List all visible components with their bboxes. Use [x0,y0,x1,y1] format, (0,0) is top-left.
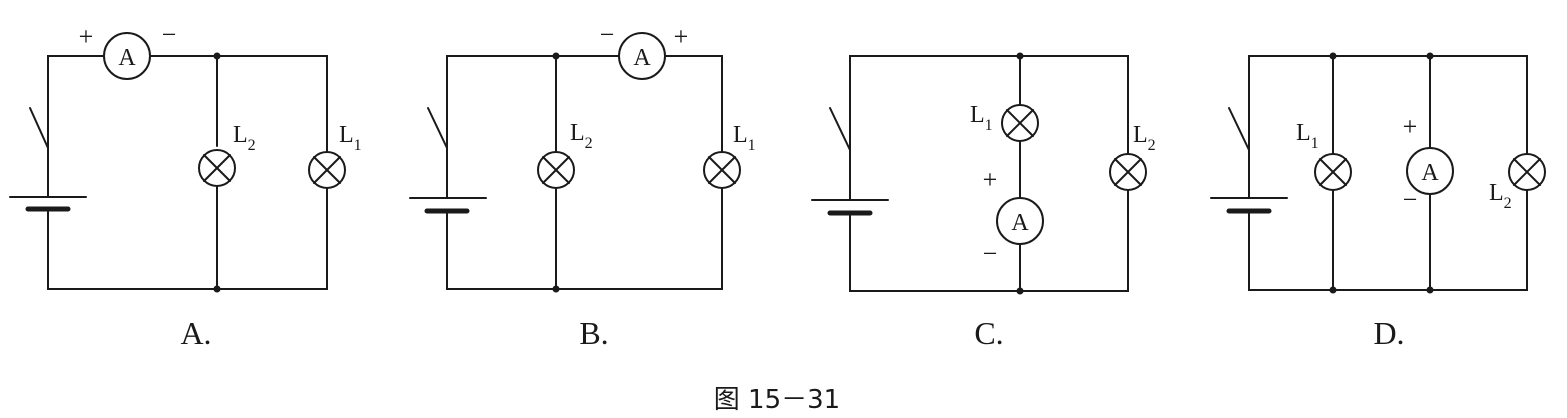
junction-dot [1329,286,1337,294]
wire-top-right [664,55,723,152]
bulb-label-letter: L [339,122,354,148]
ammeter-plus-terminal: + [1403,112,1418,141]
bulb-label: L1 [339,122,362,154]
wire-top [446,55,620,173]
junction-dot [1329,52,1337,60]
circuit-d: L1 A + − L2 D. [1210,52,1546,351]
ammeter-letter: A [1011,210,1029,236]
ammeter-symbol [996,197,1044,245]
bulb-label: L1 [970,102,993,134]
figure-caption: 图 15－31 [714,385,840,415]
ammeter-plus-terminal: + [983,165,998,194]
bulb-cross [542,156,570,184]
bulb-label-letter: L [1296,120,1311,146]
junction-dot [1016,52,1024,60]
circuit-b: A − + L2 L1 B. [409,20,756,351]
bulb-label-subscript: 2 [1504,195,1512,212]
bulb-label-subscript: 2 [1148,137,1156,154]
option-label: D. [1373,315,1404,351]
circuit-c: L1 A + − L2 C. [811,52,1156,351]
junction-dot [1016,287,1024,295]
bulb-label-letter: L [570,120,585,146]
ammeter-letter: A [118,45,136,71]
wire-top [849,55,1129,175]
ammeter-plus-terminal: + [674,22,689,51]
bulb-label-subscript: 2 [585,135,593,152]
bulb-cross [313,156,341,184]
option-label: C. [974,315,1003,351]
wire-bottom [1248,190,1528,291]
bulb-label-letter: L [233,122,248,148]
ammeter-minus-terminal: − [162,20,177,49]
switch [29,107,49,149]
wire-top-left [47,55,105,173]
bulb-label-letter: L [1133,122,1148,148]
bulb-label: L1 [1296,120,1319,152]
ammeter-symbol [1406,147,1454,195]
junction-dot [213,52,221,60]
bulb-label: L2 [1489,180,1512,212]
circuit-a: A + − L2 L1 A. [9,20,362,351]
bulb-label: L2 [1133,122,1156,154]
wire-branch-l1-bottom [47,188,328,290]
switch [829,107,851,151]
bulb-label-letter: L [1489,180,1504,206]
bulb-cross [1006,109,1034,137]
bulb-label-subscript: 1 [354,137,362,154]
wire-top-right [150,55,328,152]
option-label: B. [579,315,608,351]
option-label: A. [180,315,211,351]
bulb-cross [1114,158,1142,186]
ammeter-letter: A [633,45,651,71]
ammeter-symbol [103,32,151,80]
wire-bottom [446,188,723,290]
bulb-label-letter: L [733,122,748,148]
junction-dot [1426,52,1434,60]
bulb-label: L2 [233,122,256,154]
ammeter-symbol [618,32,666,80]
ammeter-plus-terminal: + [79,22,94,51]
switch [1228,107,1250,151]
bulb-cross [1513,158,1541,186]
junction-dot [1426,286,1434,294]
ammeter-minus-terminal: − [1403,185,1418,214]
bulb-label-subscript: 2 [248,137,256,154]
bulb-label: L2 [570,120,593,152]
bulb-cross [708,156,736,184]
bulb-label-letter: L [970,102,985,128]
junction-dot [213,285,221,293]
bulb-label: L1 [733,122,756,154]
switch [427,107,448,149]
wire-bottom [849,190,1129,292]
junction-dot [552,285,560,293]
junction-dot [552,52,560,60]
ammeter-minus-terminal: − [983,239,998,268]
bulb-label-subscript: 1 [748,137,756,154]
bulb-cross [203,154,231,182]
wire-top [1248,55,1528,175]
bulb-cross [1319,158,1347,186]
ammeter-letter: A [1421,160,1439,186]
ammeter-minus-terminal: − [600,20,615,49]
bulb-label-subscript: 1 [1311,135,1319,152]
bulb-label-subscript: 1 [985,117,993,134]
